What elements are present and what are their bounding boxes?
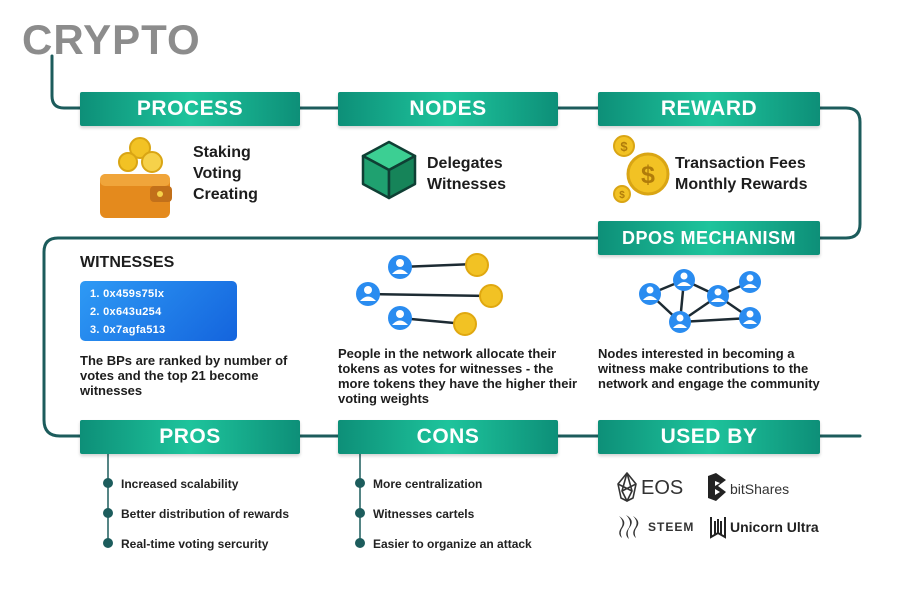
cons-bullet-dot bbox=[355, 478, 365, 488]
witness-list-item: 2. 0x643u254 bbox=[90, 306, 162, 318]
process-header: PROCESS bbox=[80, 92, 300, 126]
eos-logo-text: EOS bbox=[641, 477, 684, 499]
witness-list-item: 1. 0x459s75lx bbox=[90, 288, 165, 300]
witness-list: 1. 0x459s75lx 2. 0x643u254 3. 0x7agfa513 bbox=[80, 281, 237, 341]
pros-item: Increased scalability bbox=[121, 477, 239, 491]
cons-item: Witnesses cartels bbox=[373, 507, 475, 521]
node-network-icon bbox=[639, 269, 761, 333]
bitshares-logo-icon bbox=[708, 473, 726, 501]
pros-list: Increased scalability Better distributio… bbox=[121, 477, 289, 567]
cube-icon bbox=[361, 140, 417, 200]
bitshares-logo-text: bitShares bbox=[730, 481, 790, 497]
voting-network-icon bbox=[356, 253, 503, 336]
flow-line-title bbox=[50, 54, 82, 110]
used-by-header: USED BY bbox=[598, 420, 820, 454]
pros-header: PROS bbox=[80, 420, 300, 454]
flow-line-reward-mechanism bbox=[818, 106, 862, 240]
cons-bullet-dot bbox=[355, 538, 365, 548]
cons-item: Easier to organize an attack bbox=[373, 537, 532, 551]
reward-item-monthly-rewards: Monthly Rewards bbox=[675, 176, 808, 193]
dpos-mechanism-header: DPOS MECHANISM bbox=[598, 221, 820, 255]
nodes-items: Delegates Witnesses bbox=[427, 153, 506, 195]
unicorn-ultra-logo-icon bbox=[710, 517, 726, 539]
witnesses-description: The BPs are ranked by number of votes an… bbox=[80, 353, 288, 398]
nodes-header: NODES bbox=[338, 92, 558, 126]
steem-logo-icon bbox=[619, 515, 639, 539]
witnesses-title: WITNESSES bbox=[80, 254, 175, 271]
cons-list: More centralization Witnesses cartels Ea… bbox=[373, 477, 532, 567]
flow-line-mechanism-pros bbox=[42, 236, 600, 438]
pros-bullet-dot bbox=[103, 508, 113, 518]
process-item-voting: Voting bbox=[193, 165, 242, 182]
process-item-creating: Creating bbox=[193, 186, 258, 203]
nodes-description: Nodes interested in becoming a witness m… bbox=[598, 346, 820, 391]
cons-header: CONS bbox=[338, 420, 558, 454]
pros-item: Real-time voting sercurity bbox=[121, 537, 269, 551]
voting-description: People in the network allocate their tok… bbox=[338, 346, 578, 406]
page-title: CRYPTO bbox=[22, 16, 201, 63]
nodes-item-witnesses: Witnesses bbox=[427, 176, 506, 193]
coins-icon: $ $ $ bbox=[613, 135, 670, 203]
witness-list-item: 3. 0x7agfa513 bbox=[90, 324, 166, 336]
pros-bullet-dot bbox=[103, 478, 113, 488]
unicorn-ultra-logo-text: Unicorn Ultra bbox=[730, 519, 819, 535]
process-item-staking: Staking bbox=[193, 144, 251, 161]
nodes-item-delegates: Delegates bbox=[427, 155, 503, 172]
pros-item: Better distribution of rewards bbox=[121, 507, 290, 521]
wallet-icon bbox=[100, 137, 172, 218]
svg-text:$: $ bbox=[619, 190, 625, 201]
cons-item: More centralization bbox=[373, 477, 483, 491]
process-items: Staking Voting Creating bbox=[193, 142, 258, 205]
svg-text:$: $ bbox=[620, 139, 628, 154]
reward-header: REWARD bbox=[598, 92, 820, 126]
svg-text:$: $ bbox=[641, 161, 655, 189]
pros-bullet-dot bbox=[103, 538, 113, 548]
reward-items: Transaction Fees Monthly Rewards bbox=[675, 153, 807, 195]
cons-bullet-dot bbox=[355, 508, 365, 518]
eos-logo-icon bbox=[617, 472, 637, 502]
reward-item-transaction-fees: Transaction Fees bbox=[675, 155, 806, 172]
steem-logo-text: STEEM bbox=[648, 520, 695, 534]
